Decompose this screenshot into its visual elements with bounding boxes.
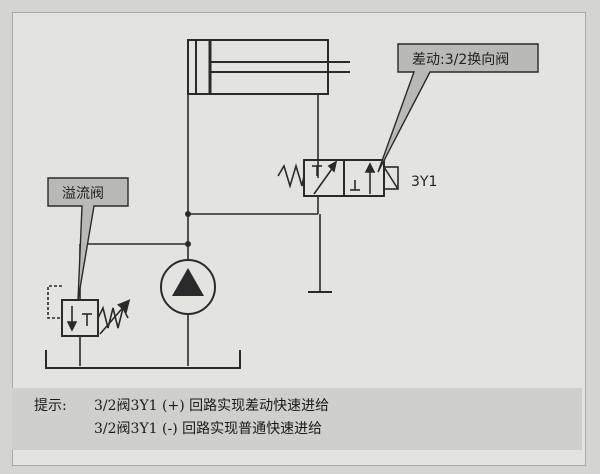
callout-3-2-valve-label: 差动:3/2换向阀 — [412, 52, 510, 68]
relief-valve-arrow-head — [66, 321, 78, 332]
pump-circle — [160, 259, 216, 315]
cylinder-body — [187, 39, 329, 95]
callout-relief-valve — [47, 177, 129, 301]
callout-3-2-valve-shape — [377, 43, 539, 173]
junction-dots — [185, 211, 191, 247]
callout-3-2-valve — [377, 43, 539, 173]
solenoid-coil-label: 3Y1 — [411, 174, 438, 190]
valve-right-arrow-head — [364, 162, 376, 173]
hydraulic-cylinder — [187, 39, 350, 95]
junction-dot — [185, 241, 191, 247]
directional-valve-3-2 — [277, 159, 399, 197]
relief-valve-pilot-line — [47, 285, 62, 319]
hint-label: 提示: — [34, 398, 67, 414]
relief-valve-adjust-arrow — [99, 299, 131, 335]
hydraulic-pump — [160, 259, 216, 315]
hint-line-deenergized: 3/2阀3Y1 (-) 回路实现普通快速进给 — [94, 421, 323, 437]
hint-bar: 提示: 3/2阀3Y1 (+) 回路实现差动快速进给 3/2阀3Y1 (-) 回… — [12, 388, 582, 450]
hint-line-energized: 3/2阀3Y1 (+) 回路实现差动快速进给 — [94, 398, 330, 414]
valve-left-flow-line — [313, 165, 335, 195]
junction-dot — [185, 211, 191, 217]
callout-relief-valve-shape — [47, 177, 129, 301]
valve-solenoid-diagonal — [383, 166, 399, 190]
tank-reservoir — [45, 350, 241, 369]
valve-left-arrow-head — [327, 160, 338, 173]
pipework — [79, 94, 332, 366]
callout-relief-valve-label: 溢流阀 — [62, 186, 104, 202]
relief-valve-body — [61, 299, 99, 337]
tank-outline — [45, 350, 241, 369]
relief-valve-symbol — [47, 285, 131, 337]
pump-direction-triangle — [172, 268, 204, 296]
valve-solenoid — [383, 166, 399, 190]
valve-box-left — [303, 159, 345, 197]
valve-return-spring — [277, 163, 305, 189]
